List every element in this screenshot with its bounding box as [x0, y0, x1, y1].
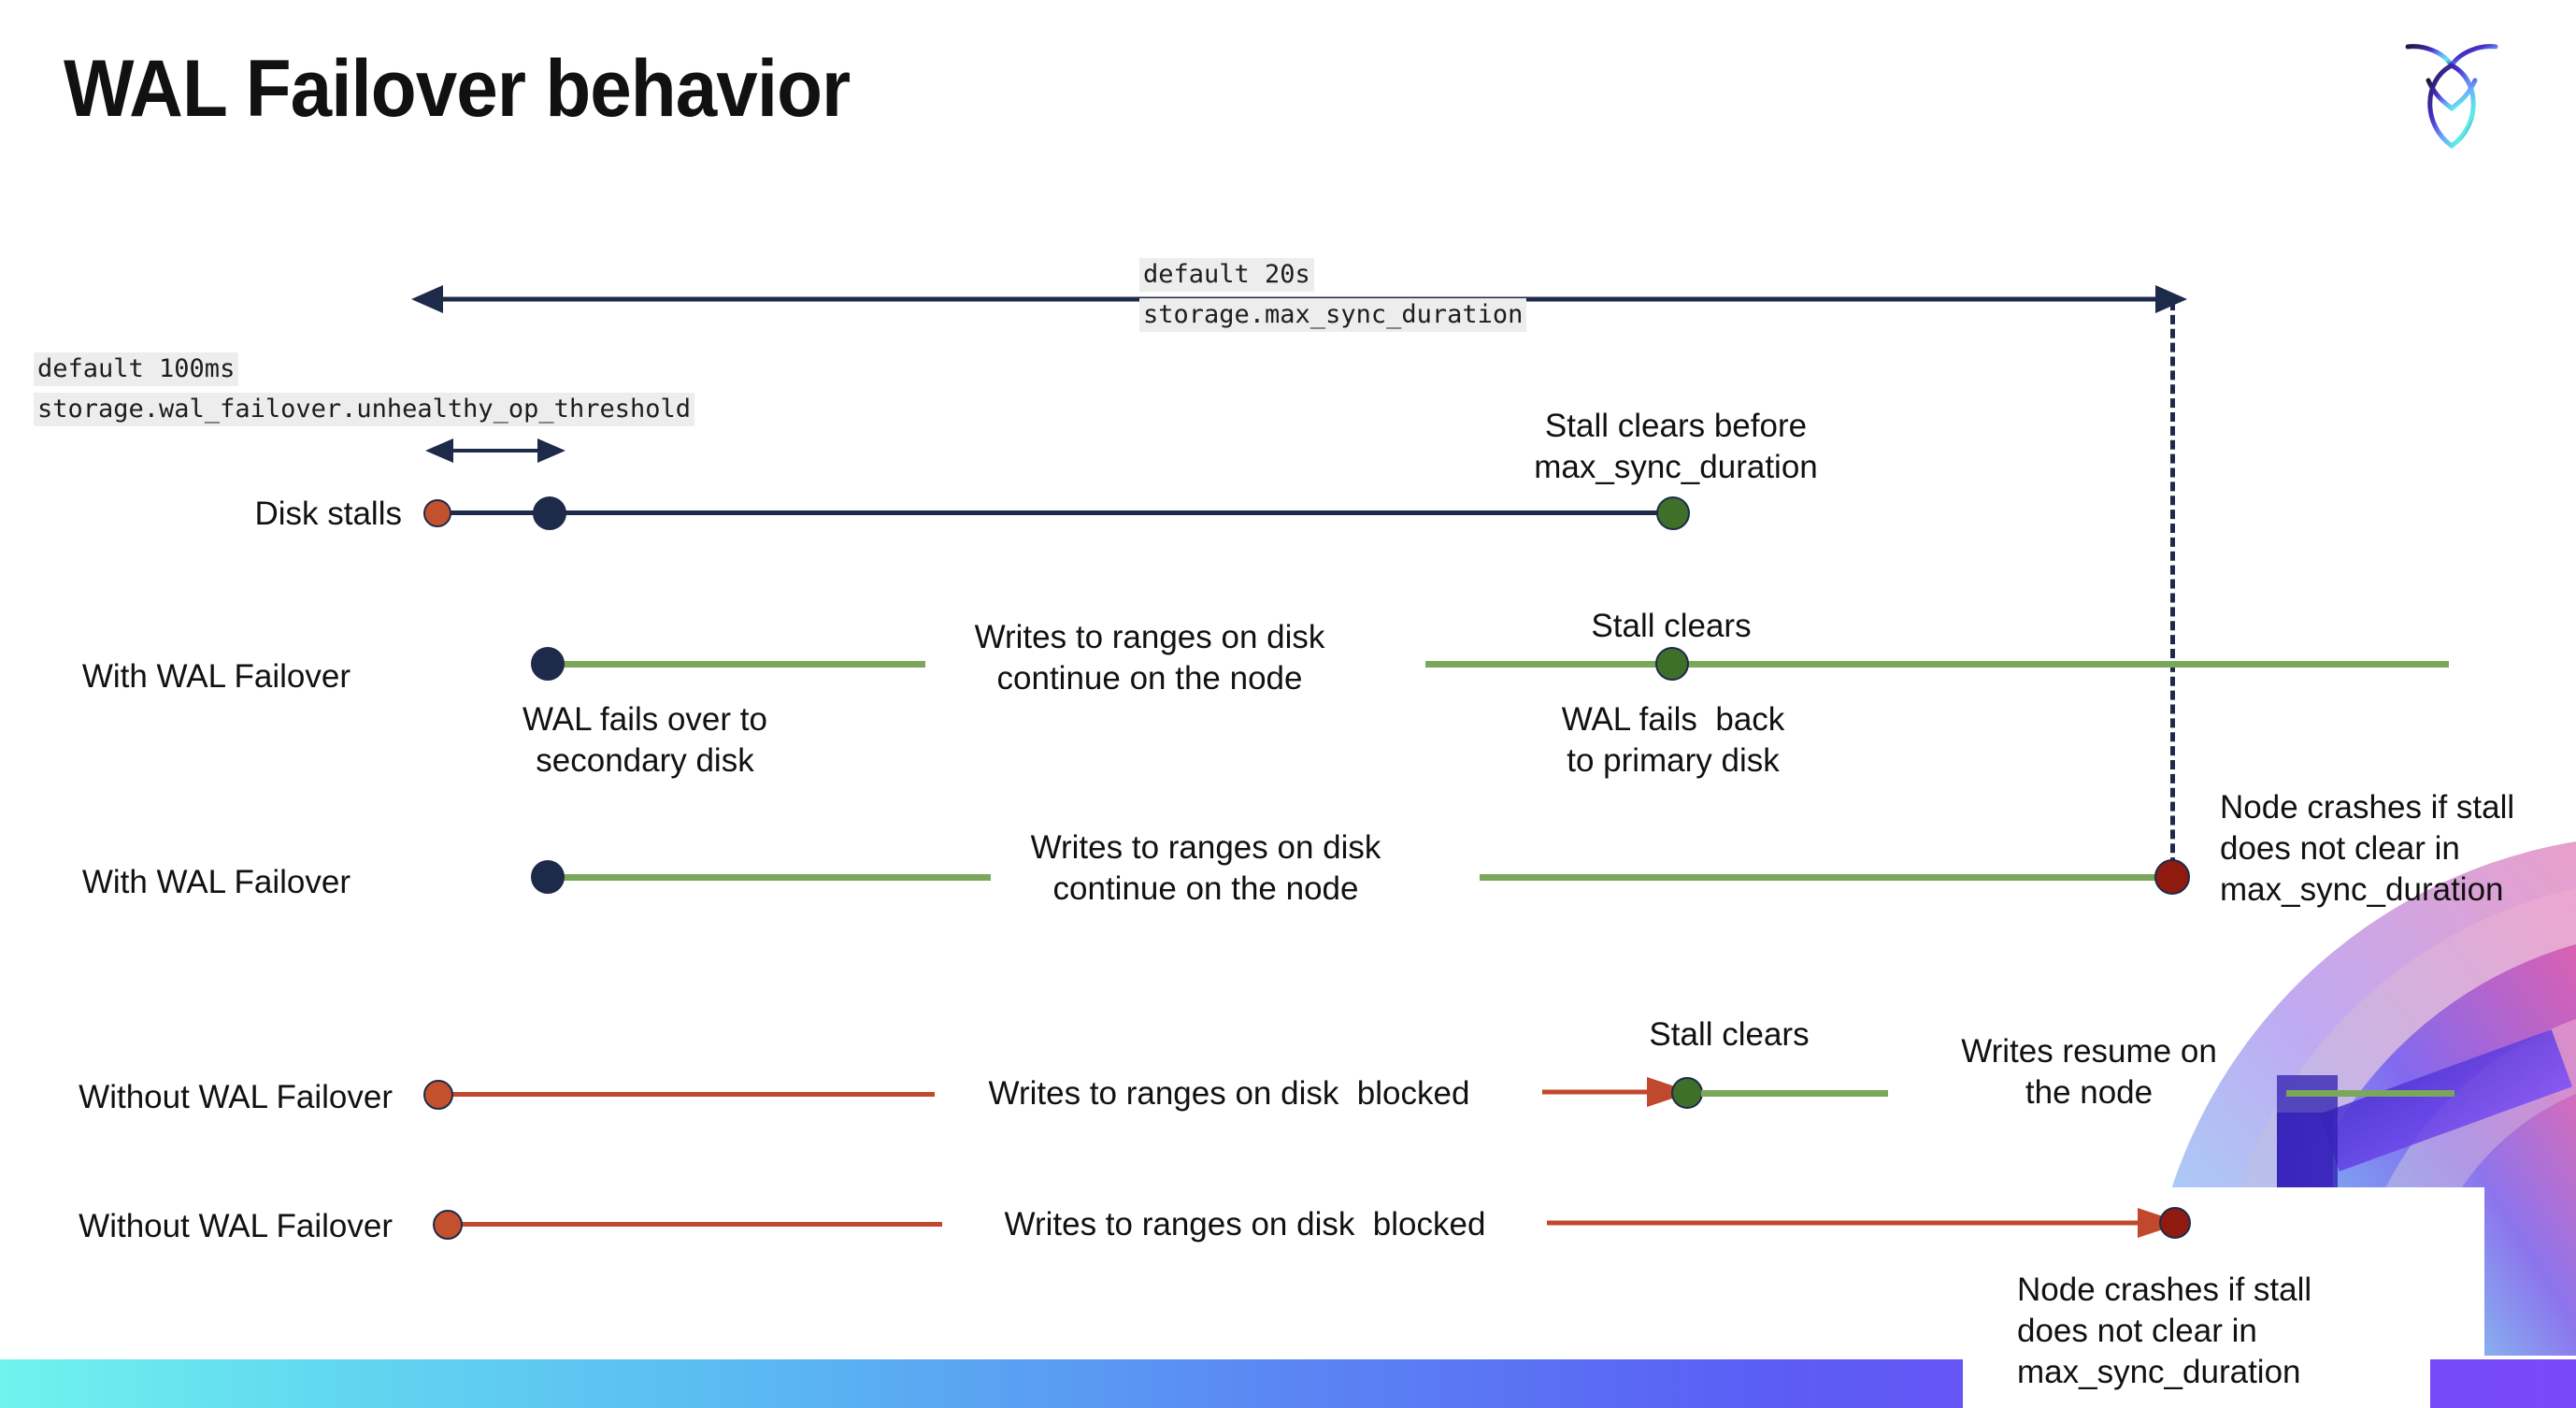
- note-stall-clears-before: Stall clears before max_sync_duration: [1534, 408, 1818, 486]
- disk-stall-clear-dot: [1656, 496, 1690, 530]
- row-label-disk-stalls: Disk stalls: [254, 496, 402, 532]
- note-node-crashes-2: Node crashes if stall does not clear in …: [2017, 1272, 2312, 1391]
- disk-stall-start-dot-3: [423, 1080, 453, 1110]
- disk-stall-start-dot-4: [433, 1210, 463, 1240]
- note-writes-continue-1: Writes to ranges on disk continue on the…: [974, 619, 1325, 697]
- with-wal-1-track-right: [1425, 661, 2449, 668]
- without-wal-2-crash-arrow: [1547, 1208, 2182, 1238]
- stall-clear-dot-1: [1655, 647, 1689, 681]
- row-label-without-wal-failover-2: Without WAL Failover: [79, 1208, 393, 1244]
- node-crash-dot-1: [2154, 859, 2190, 895]
- stall-clear-dot-2: [1671, 1077, 1703, 1109]
- note-wal-fails-over: WAL fails over to secondary disk: [522, 701, 767, 780]
- without-wal-1-resume-track-far: [2286, 1090, 2454, 1097]
- without-wal-1-blocked-arrow: [1542, 1077, 1692, 1107]
- note-writes-blocked-1: Writes to ranges on disk blocked: [988, 1075, 1470, 1112]
- note-stall-clears-2: Stall clears: [1649, 1016, 1810, 1053]
- note-writes-resume: Writes resume on the node: [1961, 1033, 2217, 1112]
- row-label-with-wal-failover-1: With WAL Failover: [81, 658, 351, 695]
- note-writes-blocked-2: Writes to ranges on disk blocked: [1004, 1206, 1486, 1243]
- cockroachdb-logo-icon: [2405, 44, 2498, 150]
- unhealthy-setting-chip: storage.wal_failover.unhealthy_op_thresh…: [34, 393, 694, 426]
- without-wal-2-blocked-track-left: [456, 1222, 942, 1227]
- disk-stalls-track: [439, 510, 1673, 515]
- node-crashes-2-callout-bg: [1963, 1243, 2430, 1408]
- wal-failover-trigger-dot: [533, 496, 566, 530]
- without-wal-1-resume-track: [1701, 1090, 1888, 1097]
- without-wal-1-blocked-track: [449, 1092, 935, 1097]
- wal-failover-start-dot-1: [531, 647, 565, 681]
- with-wal-2-track-right: [1480, 874, 2171, 881]
- max-sync-default-chip: default 20s: [1139, 258, 1314, 292]
- with-wal-1-track-left: [542, 661, 925, 668]
- note-wal-fails-back: WAL fails back to primary disk: [1561, 701, 1785, 780]
- max-sync-duration-dashed-guide: [2170, 301, 2175, 881]
- note-node-crashes-1: Node crashes if stall does not clear in …: [2220, 789, 2515, 909]
- disk-stall-start-dot: [423, 499, 451, 527]
- note-stall-clears-1: Stall clears: [1591, 608, 1752, 644]
- wal-failover-start-dot-2: [531, 860, 565, 894]
- unhealthy-default-chip: default 100ms: [34, 352, 239, 386]
- with-wal-2-track-left: [542, 874, 991, 881]
- page-title: WAL Failover behavior: [64, 44, 851, 134]
- row-label-with-wal-failover-2: With WAL Failover: [81, 864, 351, 900]
- note-writes-continue-2: Writes to ranges on disk continue on the…: [1030, 829, 1381, 908]
- node-crash-dot-2: [2159, 1207, 2191, 1239]
- unhealthy-op-threshold-span-arrow: [425, 438, 565, 463]
- max-sync-setting-chip: storage.max_sync_duration: [1139, 298, 1527, 332]
- row-label-without-wal-failover-1: Without WAL Failover: [79, 1079, 393, 1115]
